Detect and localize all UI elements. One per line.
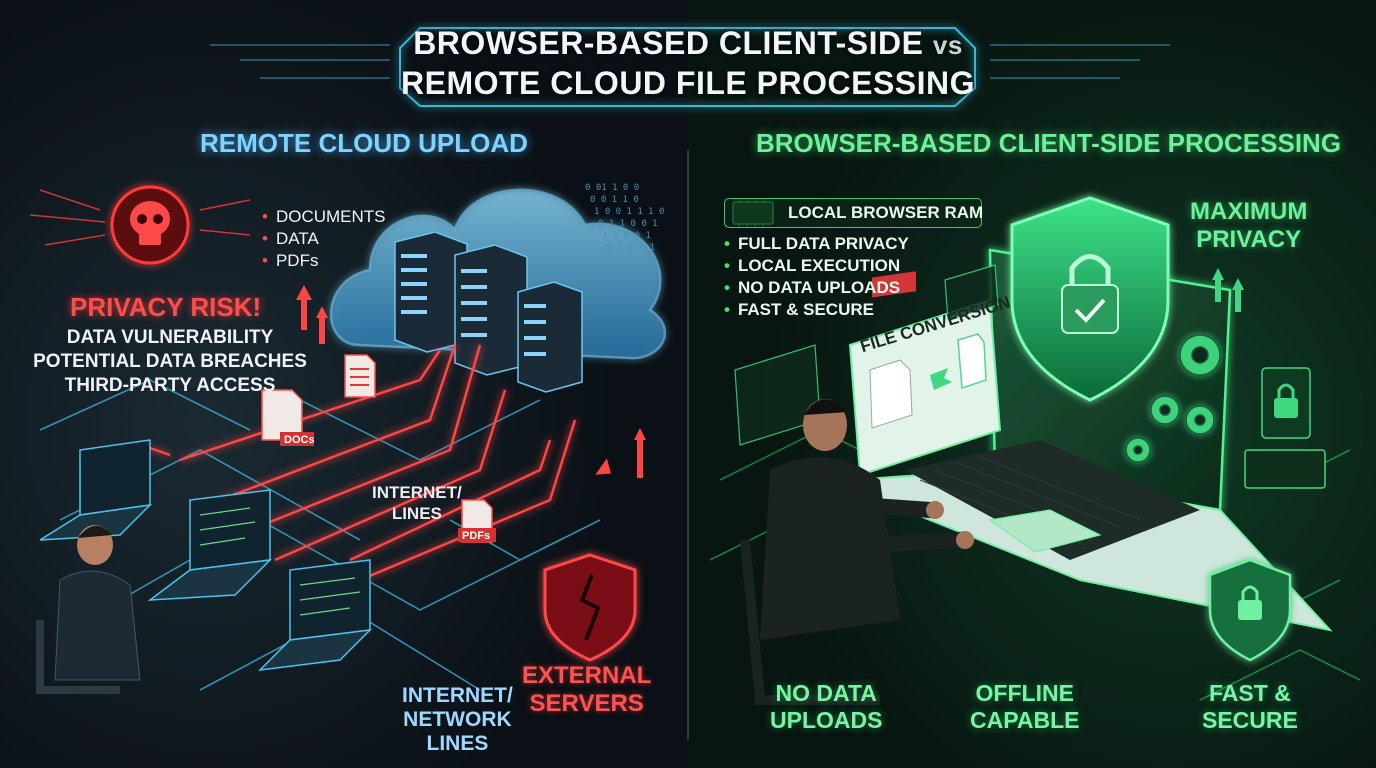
label-line: NETWORK [403,708,512,731]
shield-lock-icon [1208,558,1292,662]
docs-tag: DOCs [284,434,315,446]
title-line-1: BROWSER-BASED CLIENT-SIDE [413,25,924,61]
padlock-icon [1261,367,1311,439]
ram-label: LOCAL BROWSER RAM [788,203,984,222]
shield-lock-icon [1010,196,1170,402]
title-vs: vs [932,30,963,60]
list-item: FULL DATA PRIVACY [724,233,909,255]
ram-chip-box [724,198,982,228]
title-frame [399,27,976,107]
list-item: FAST & SECURE [724,299,909,321]
risk-item: POTENTIAL DATA BREACHES [33,351,307,372]
label-line: LINES [391,504,442,523]
label-line: PRIVACY [1196,226,1302,253]
label-line: SERVERS [529,690,644,717]
label-line: LINES [426,732,489,755]
left-panel-heading: REMOTE CLOUD UPLOAD [200,128,528,158]
label-line: UPLOADS [770,707,883,733]
svg-text:0 01 1 0 0: 0 01 1 0 0 [585,183,639,193]
network-lines-label: INTERNET/ NETWORK LINES [402,684,513,756]
list-item: NO DATA UPLOADS [724,277,909,299]
list-item: LOCAL EXECUTION [724,255,909,277]
benefits-list: FULL DATA PRIVACY LOCAL EXECUTION NO DAT… [724,233,909,321]
broken-shield-icon [543,553,637,662]
list-item: DOCUMENTS [262,206,386,228]
label-line: FAST & [1209,680,1291,706]
title-line-2: REMOTE CLOUD FILE PROCESSING [400,65,976,101]
svg-text:0 1 1 0 0 1: 0 1 1 0 0 1 [598,219,658,229]
risk-item: THIRD-PARTY ACCESS [64,375,276,396]
document-icon [261,354,496,543]
server-rack-icon [394,231,583,393]
label-line: INTERNET/ [402,684,513,707]
file-conversion-panel [848,271,1002,477]
label-line: MAXIMUM [1190,198,1308,225]
person-icon [36,525,141,694]
pdfs-tag: PDFs [462,530,491,542]
list-item: PDFs [262,250,386,272]
right-panel-heading: BROWSER-BASED CLIENT-SIDE PROCESSING [756,128,1342,158]
svg-text:0 0 1 1 0: 0 0 1 1 0 [590,195,639,205]
internet-lines-label: INTERNET/ LINES [372,482,462,524]
feature-no-data-uploads: NO DATA UPLOADS [770,680,882,734]
svg-text:1 1 0 0 1: 1 1 0 0 1 [602,231,651,241]
label-line: CAPABLE [970,707,1080,733]
label-line: OFFLINE [975,680,1074,706]
gear-icon [1125,334,1221,463]
label-line: INTERNET/ [372,483,462,502]
risk-item: DATA VULNERABILITY [66,327,274,348]
person-icon [740,399,974,705]
list-item: DATA [262,228,386,250]
label-line: NO DATA [775,680,877,706]
maximum-privacy-label: MAXIMUM PRIVACY [1190,198,1307,254]
feature-offline-capable: OFFLINE CAPABLE [970,680,1079,734]
page-title: BROWSER-BASED CLIENT-SIDE vs REMOTE CLOU… [0,24,1376,102]
external-servers-label: EXTERNAL SERVERS [522,662,651,718]
privacy-risk-title: PRIVACY RISK! [70,292,262,322]
risk-list: DATA VULNERABILITY POTENTIAL DATA BREACH… [0,326,340,398]
pdf-tag: PDF [878,404,906,420]
skull-icon [110,185,190,265]
svg-text:1 0 0 1 1 1 0: 1 0 0 1 1 1 0 [594,207,664,217]
feature-fast-secure: FAST & SECURE [1202,680,1298,734]
label-line: SECURE [1202,707,1298,733]
upload-items-list: DOCUMENTS DATA PDFs [262,206,386,272]
svg-text:0 1 0 1 1: 0 1 0 1 1 [606,243,655,253]
label-line: EXTERNAL [522,662,652,689]
